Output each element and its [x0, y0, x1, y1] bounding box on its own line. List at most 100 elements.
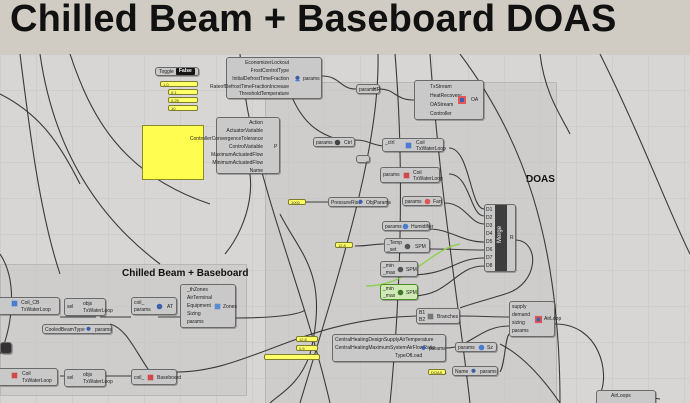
input-slot: RateofDefrostTimeFractionIncrease	[209, 84, 289, 90]
heating-coil-icon	[403, 172, 410, 179]
input-slot: AirTerminal	[187, 295, 213, 301]
input-slot: D6	[486, 247, 493, 253]
input-slot: demand	[512, 312, 531, 318]
coil-cb-component[interactable]: Coil_CB TxWaterLoop	[0, 297, 60, 315]
wire	[69, 54, 211, 205]
wire	[499, 343, 561, 403]
airloop-icon	[534, 315, 543, 324]
objs-component[interactable]: sel objs TxWaterLoop	[64, 298, 113, 316]
input-slot: D3	[486, 223, 493, 229]
hr-component[interactable]: params HR	[356, 84, 380, 94]
coil-params-component[interactable]: coil_ params AT	[131, 297, 177, 315]
wire	[409, 257, 485, 276]
input-slot: ThresholdTemperature	[238, 91, 289, 97]
spm-component-selected[interactable]: _min _max SPM	[380, 284, 418, 300]
wire	[445, 325, 510, 349]
spm-icon	[397, 266, 404, 273]
group-doas-title: DOAS	[526, 174, 555, 185]
fan-component[interactable]: params Fan	[402, 196, 442, 206]
input-slot: ControllerConvergenceTolerance	[189, 136, 263, 142]
input-slot: coil_	[134, 300, 145, 306]
value-chip[interactable]: 0.1	[168, 89, 198, 95]
input-slot: Equipment	[187, 303, 211, 309]
wire	[19, 54, 61, 275]
input-slot: _min	[383, 286, 394, 292]
output-slot: Fan	[433, 199, 442, 205]
input-slot: _max	[383, 270, 396, 276]
input-slot: _thZones	[187, 287, 208, 293]
input-slot: _max	[383, 293, 396, 299]
input-slot: PressureRise	[331, 200, 362, 206]
pressure-component[interactable]: PressureRise ObjParams	[328, 197, 391, 207]
value-chip[interactable]: 12.8	[335, 242, 353, 248]
wire	[175, 315, 417, 373]
output-slot: params	[480, 369, 497, 375]
params-icon	[358, 199, 363, 204]
value-chip[interactable]	[264, 354, 320, 360]
wire	[429, 248, 485, 251]
airloop-component[interactable]: supply demand sizing params AirLoop	[509, 301, 561, 337]
input-slot: D1	[486, 207, 493, 213]
input-slot: params	[316, 140, 333, 146]
input-slot: ControlVariable	[228, 144, 263, 150]
wire	[39, 54, 161, 265]
spm-icon	[404, 243, 411, 250]
output-slot: TxWaterLoop	[83, 379, 113, 385]
value-chip[interactable]: 12.8	[296, 336, 318, 342]
value-chip[interactable]: 0.25	[168, 97, 198, 103]
value-chip[interactable]: DOAS_1	[428, 369, 447, 375]
airloops-component[interactable]: AirLoops	[596, 390, 656, 403]
spm-component[interactable]: _min _max SPM	[380, 261, 418, 277]
input-slot: _set	[387, 247, 397, 253]
input-slot: _Temp	[387, 240, 403, 246]
value-chip[interactable]: 1000	[288, 199, 306, 205]
air-terminal-icon	[156, 303, 163, 310]
page-title: Chilled Beam + Baseboard DOAS	[10, 0, 617, 40]
output-slot: params	[429, 346, 446, 352]
baseboard-coil-component[interactable]: Coil TxWaterLoop	[0, 368, 58, 386]
baseboard-component[interactable]: coil_ Baseboard	[131, 369, 181, 385]
zones-component[interactable]: _thZones AirTerminal Equipment Sizing pa…	[180, 284, 237, 328]
param-component[interactable]	[0, 342, 12, 354]
doas-unit-component[interactable]: TxStream HeatRecovery OAStream Controlle…	[414, 80, 484, 120]
value-chip[interactable]: 0.5	[296, 345, 318, 351]
input-slot: params	[359, 87, 376, 93]
output-slot: AirLoop	[544, 316, 562, 322]
hvac-params-component[interactable]: EconomizerLockout FrostControlType Initi…	[210, 57, 322, 99]
output-slot: P	[274, 144, 278, 150]
value-chip[interactable]: 10	[168, 105, 198, 111]
sizing-component[interactable]: params Sz	[455, 342, 497, 352]
component-label: AirLoops	[611, 393, 631, 399]
text-panel[interactable]	[142, 125, 204, 180]
input-slot: Controller	[430, 111, 452, 117]
controller-component[interactable]: Action ActuatorVariable ControllerConver…	[190, 117, 280, 174]
objs-component[interactable]: sel objs TxWaterLoop	[64, 369, 113, 387]
wire	[459, 315, 510, 318]
output-slot: TxWaterLoop	[21, 307, 51, 313]
coil-component[interactable]: params Coil TxWaterLoop	[380, 167, 443, 183]
small-component[interactable]: _	[356, 155, 370, 163]
wire	[448, 147, 485, 210]
ctrl-component[interactable]: params Ctrl	[313, 137, 355, 147]
input-slot: OAStream	[430, 102, 454, 108]
baseboard-icon	[147, 374, 154, 381]
cooled-beam-component[interactable]: CooledBeamType params	[42, 324, 112, 334]
input-slot: TxStream	[430, 84, 452, 90]
cooling-coil-icon	[405, 142, 412, 149]
output-slot: Zones	[223, 304, 237, 310]
name-component[interactable]: Name params	[452, 366, 498, 376]
zones-icon	[214, 303, 221, 310]
merge-band: Merge	[495, 205, 507, 271]
value-chip[interactable]: 1.0	[160, 81, 198, 87]
coil-component[interactable]: _ctrl Coil TxWaterLoop	[382, 138, 446, 152]
spm-component[interactable]: _Temp _set SPM	[384, 238, 430, 253]
merge-component[interactable]: D1 D2 D3 D4 D5 D6 D7 D8 Merge R	[484, 204, 516, 272]
humidifier-component[interactable]: params Humidifier	[382, 221, 434, 231]
toggle-value[interactable]: False	[176, 68, 195, 75]
branches-component[interactable]: B1 B2 Branches	[416, 308, 460, 324]
toggle-component[interactable]: Toggle False	[155, 67, 199, 76]
input-slot: D8	[486, 263, 493, 269]
heating-params-component[interactable]: CentralHeatingDesignSupplyAirTemperature…	[332, 334, 446, 362]
wire	[0, 93, 81, 185]
grasshopper-canvas[interactable]: DOAS Chilled Beam + Baseboard	[0, 54, 690, 403]
